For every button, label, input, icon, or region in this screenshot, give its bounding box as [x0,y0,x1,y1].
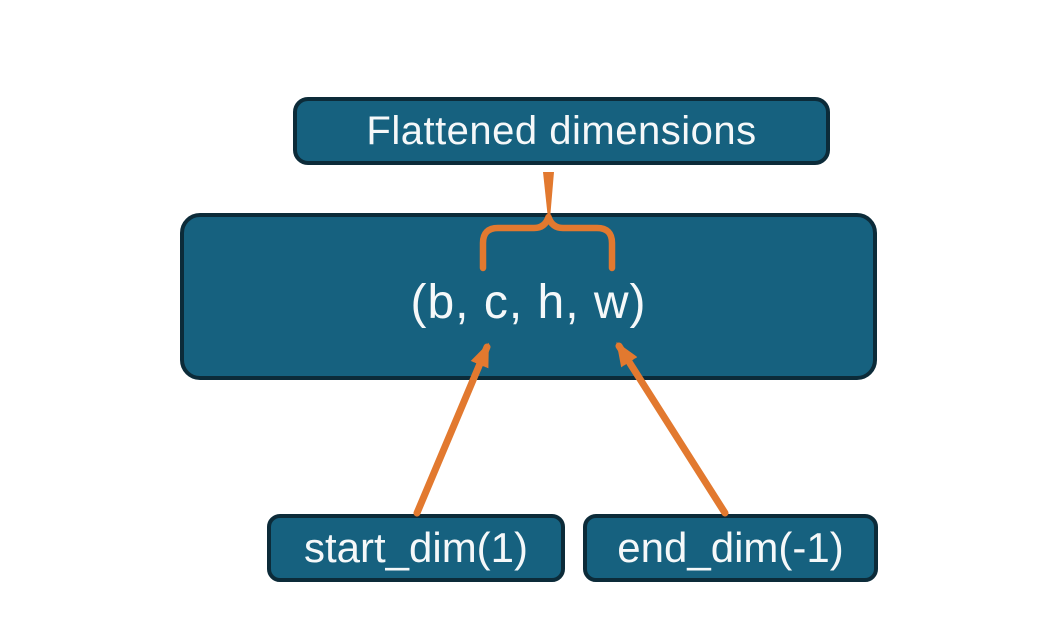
flattened-dimensions-label: Flattened dimensions [366,108,757,153]
start-dim-label: start_dim(1) [303,524,529,571]
tensor-shape-box: (b, c, h, w) [180,213,877,380]
start-dim-box: start_dim(1) [267,514,565,582]
brace-stem [543,172,554,219]
end-dim-box: end_dim(-1) [583,514,878,582]
tensor-shape-label: (b, c, h, w) [410,276,647,329]
end-dim-label: end_dim(-1) [617,524,844,571]
flattened-dimensions-box: Flattened dimensions [293,97,830,165]
